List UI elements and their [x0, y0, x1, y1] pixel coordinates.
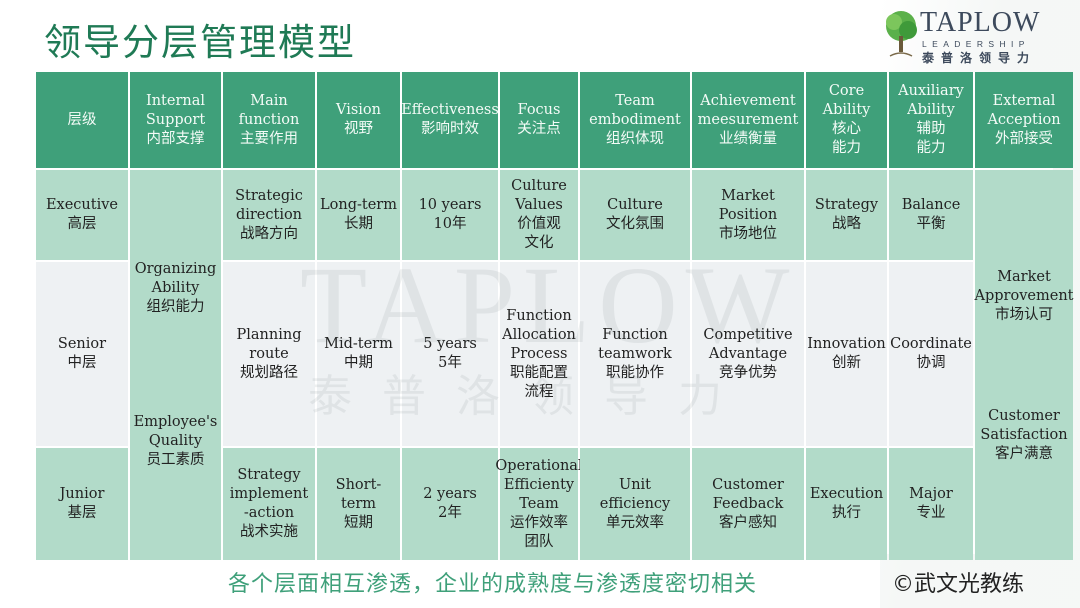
cell-auxiliary: Coordinate 协调 — [889, 262, 973, 446]
cell-vision: Mid-term 中期 — [317, 262, 400, 446]
cell-main-function: Strategy implement -action 战术实施 — [223, 448, 315, 560]
cell-effectiveness: 10 years 10年 — [402, 170, 498, 260]
cell-achievement: Competitive Advantage 竞争优势 — [692, 262, 804, 446]
header-auxiliary-ability: Auxiliary Ability 辅助 能力 — [889, 72, 973, 168]
cell-auxiliary: Balance 平衡 — [889, 170, 973, 260]
cell-focus: Operational Efficienty Team 运作效率 团队 — [495, 448, 583, 560]
leadership-model-table: 层级 Internal Support 内部支撑 Main function 主… — [36, 72, 1073, 560]
footer-credit: ©武文光教练 — [892, 572, 1025, 597]
cell-main-function: Strategic direction 战略方向 — [223, 170, 315, 260]
cell-level-junior: Junior 基层 — [36, 448, 128, 560]
cell-main-function: Planning route 规划路径 — [223, 262, 315, 446]
logo-chinese: 泰普洛领导力 — [922, 51, 1037, 65]
logo-brand: TAPLOW — [920, 7, 1041, 38]
tree-icon — [886, 11, 917, 57]
header-internal-support: Internal Support 内部支撑 — [130, 72, 221, 168]
cell-focus: Function Allocation Process 职能配置 流程 — [500, 262, 578, 446]
header-external-acception: External Acception 外部接受 — [975, 72, 1073, 168]
cell-vision: Short- term 短期 — [317, 448, 400, 560]
external-customer-satisfaction: Customer Satisfaction 客户满意 — [980, 408, 1068, 462]
cell-core: Strategy 战略 — [806, 170, 887, 260]
cell-core: Innovation 创新 — [806, 262, 887, 446]
footer-tagline: 各个层面相互渗透，企业的成熟度与渗透度密切相关 — [228, 572, 758, 597]
cell-effectiveness: 5 years 5年 — [402, 262, 498, 446]
cell-level-executive: Executive 高层 — [36, 170, 128, 260]
cell-team: Unit efficiency 单元效率 — [580, 448, 690, 560]
cell-achievement: Market Position 市场地位 — [692, 170, 804, 260]
cell-internal-support: Organizing Ability 组织能力 Employee's Quali… — [130, 170, 221, 560]
header-level: 层级 — [36, 72, 128, 168]
header-core-ability: Core Ability 核心 能力 — [806, 72, 887, 168]
internal-support-employee: Employee's Quality 员工素质 — [133, 414, 218, 468]
cell-core: Execution 执行 — [806, 448, 887, 560]
cell-effectiveness: 2 years 2年 — [402, 448, 498, 560]
external-market-approvement: Market Approvement 市场认可 — [974, 269, 1074, 323]
header-vision: Vision 视野 — [317, 72, 400, 168]
header-focus: Focus 关注点 — [500, 72, 578, 168]
cell-team: Culture 文化氛围 — [580, 170, 690, 260]
header-team-embodiment: Team embodiment 组织体现 — [580, 72, 690, 168]
cell-team: Function teamwork 职能协作 — [580, 262, 690, 446]
header-effectiveness: Effectiveness 影响时效 — [401, 72, 499, 168]
taplow-logo: TAPLOW LEADERSHIP 泰普洛领导力 — [880, 7, 1060, 65]
cell-external-acception: Market Approvement 市场认可 Customer Satisfa… — [975, 170, 1073, 560]
header-achievement: Achievement meesurement 业绩衡量 — [692, 72, 804, 168]
page-title: 领导分层管理模型 — [44, 21, 356, 64]
logo-subtitle: LEADERSHIP — [922, 39, 1030, 49]
cell-level-senior: Senior 中层 — [36, 262, 128, 446]
cell-auxiliary: Major 专业 — [889, 448, 973, 560]
header-main-function: Main function 主要作用 — [223, 72, 315, 168]
internal-support-organizing: Organizing Ability 组织能力 — [134, 261, 217, 315]
cell-focus: Culture Values 价值观 文化 — [500, 170, 578, 260]
cell-achievement: Customer Feedback 客户感知 — [692, 448, 804, 560]
cell-vision: Long-term 长期 — [317, 170, 400, 260]
